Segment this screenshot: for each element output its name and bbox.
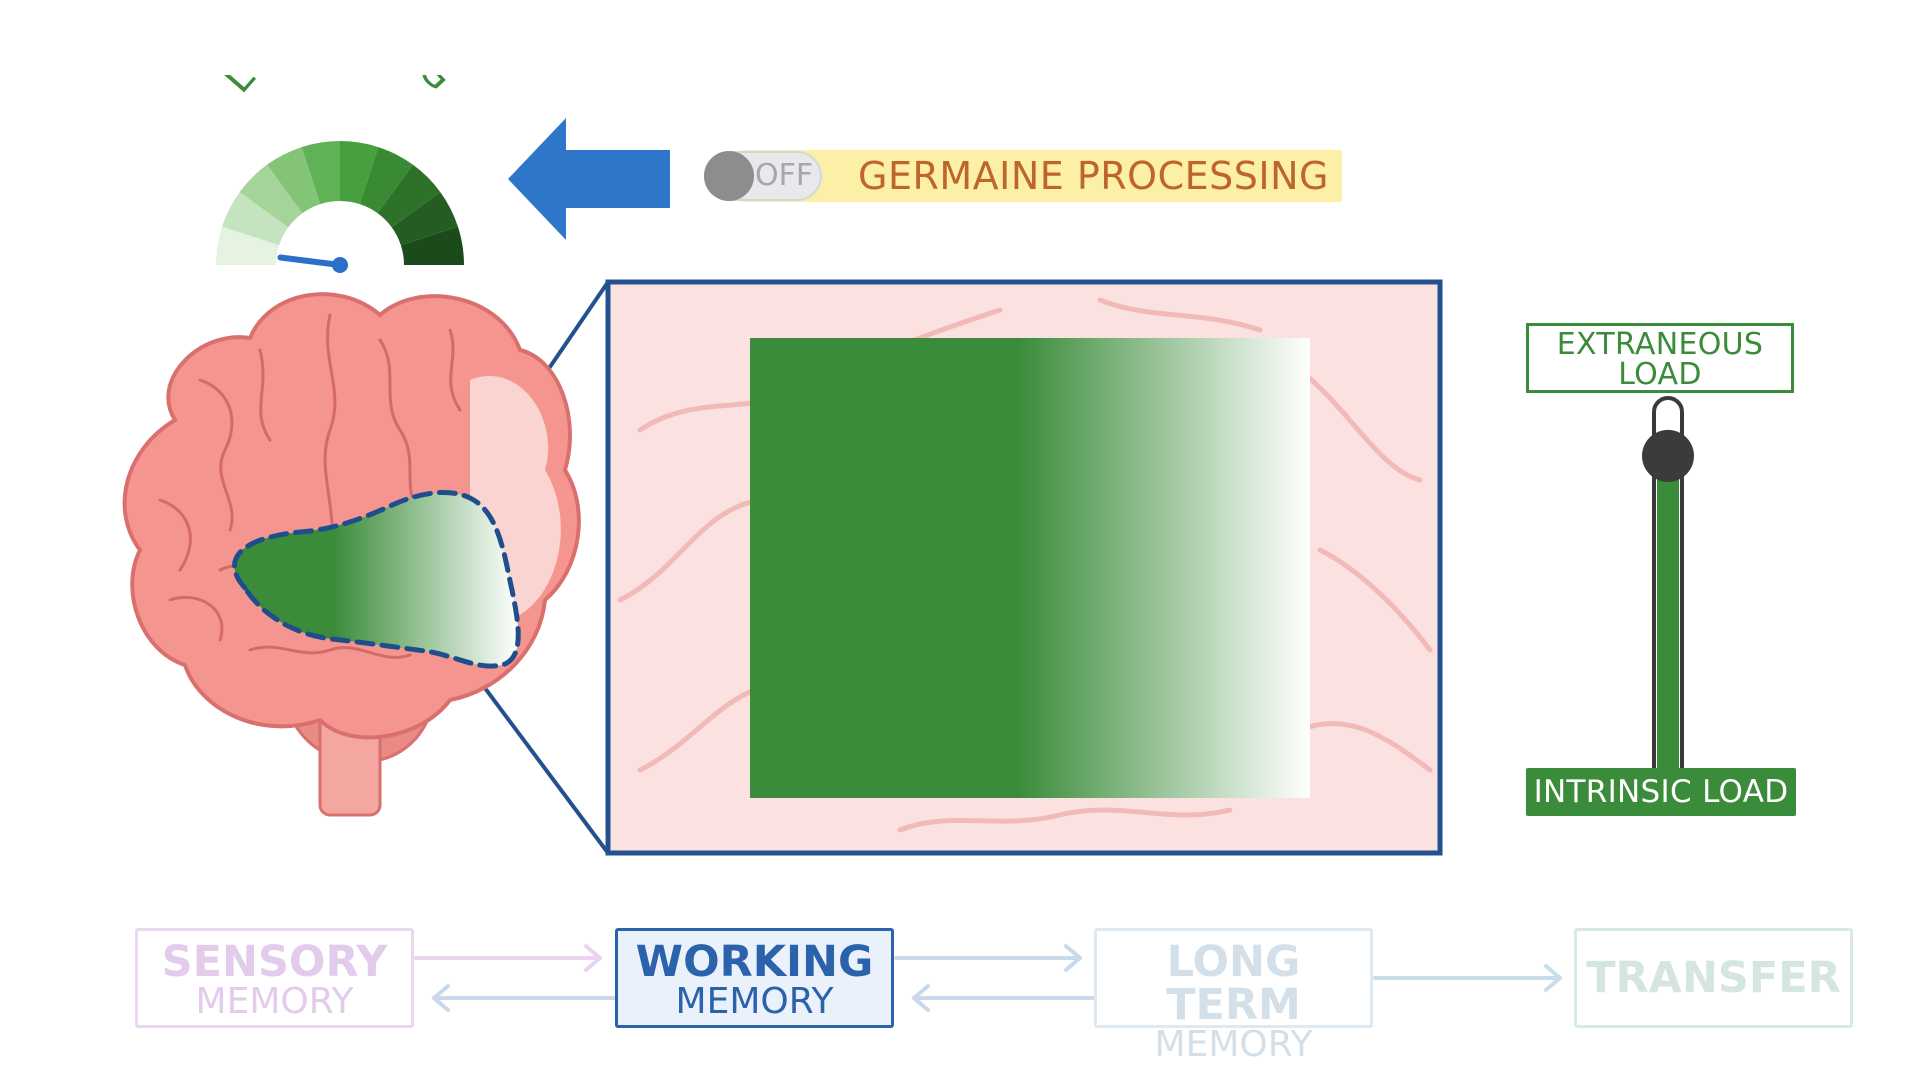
germaine-processing-banner	[740, 150, 1342, 202]
sensory-memory-subtitle: MEMORY	[195, 981, 354, 1022]
long-term-memory-box[interactable]: LONG TERM MEMORY	[1094, 928, 1373, 1063]
arrow-working-to-longterm	[894, 944, 1082, 972]
brain-illustration	[122, 279, 1443, 856]
sensory-memory-box[interactable]: SENSORY MEMORY	[135, 928, 414, 1028]
gauge-segment	[267, 147, 321, 214]
sensory-memory-title: SENSORY	[161, 937, 388, 987]
transfer-title: TRANSFER	[1586, 953, 1841, 1003]
long-term-memory-title: LONG TERM	[1166, 937, 1301, 1030]
gauge-segment	[377, 164, 441, 228]
slider-knob[interactable]	[1642, 429, 1694, 482]
toggle-knob[interactable]	[704, 151, 754, 201]
intrinsic-load-label: INTRINSIC LOAD	[1526, 768, 1796, 816]
arrow-longterm-to-transfer	[1373, 964, 1562, 992]
working-memory-region	[232, 489, 521, 669]
learning-gauge: LEARNING	[214, 75, 465, 273]
gauge-needle-hub	[332, 257, 348, 273]
germaine-processing-label: GERMAINE PROCESSING	[858, 154, 1329, 198]
zoom-frame	[605, 279, 1443, 856]
gauge-scale	[216, 141, 464, 265]
gauge-segment	[359, 147, 413, 214]
slider-fill	[1657, 455, 1679, 787]
long-term-memory-subtitle: MEMORY	[1154, 1024, 1313, 1065]
arrow-sensory-to-working	[414, 944, 602, 972]
transfer-box[interactable]: TRANSFER	[1574, 928, 1853, 1028]
gauge-needle	[277, 254, 348, 273]
arrow-longterm-to-working	[912, 984, 1096, 1012]
working-memory-subtitle: MEMORY	[675, 981, 834, 1022]
memory-flow-arrows	[414, 944, 1562, 1012]
left-arrow-icon	[508, 118, 670, 240]
gauge-segment	[216, 226, 280, 265]
toggle-state-text: OFF	[755, 158, 814, 193]
gauge-segment	[340, 141, 379, 205]
zoom-line-bottom	[468, 666, 610, 855]
gauge-segment	[239, 164, 303, 228]
gauge-segment	[391, 192, 458, 246]
gauge-needle-line	[277, 254, 343, 268]
working-memory-box[interactable]: WORKING MEMORY	[615, 928, 894, 1028]
working-memory-capacity	[750, 338, 1310, 798]
load-slider[interactable]	[1520, 322, 1720, 818]
gauge-segment	[301, 141, 340, 205]
gauge-segment	[400, 226, 464, 265]
arrow-working-to-sensory	[432, 984, 616, 1012]
gauge-segment	[222, 192, 289, 246]
extraneous-load-label: EXTRANEOUS LOAD	[1526, 323, 1794, 393]
working-memory-title: WORKING	[635, 937, 874, 987]
gauge-title: LEARNING	[214, 75, 465, 102]
